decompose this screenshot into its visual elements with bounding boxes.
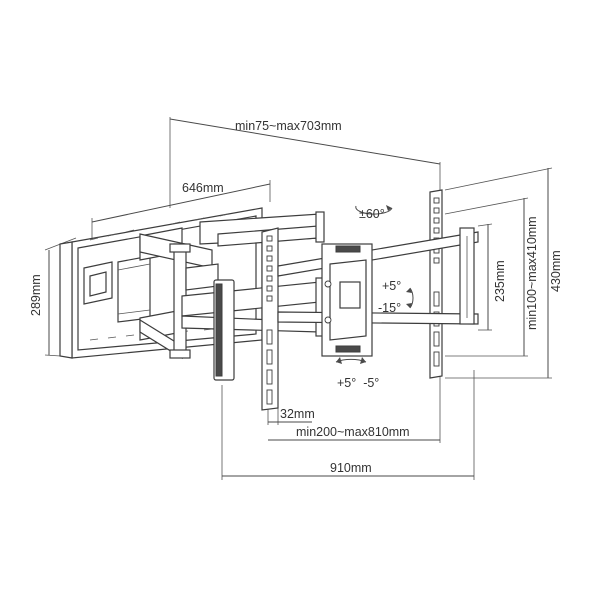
overall-width-label: 910mm — [330, 461, 372, 475]
tilt-arrow-icon — [409, 287, 414, 309]
vesa-rails — [261, 189, 479, 411]
vesa-vertical-min-label: 235mm — [493, 260, 507, 302]
dimension-lines — [44, 117, 553, 480]
wall-plate-height-label: 289mm — [29, 274, 43, 316]
level-adjust-label: +5° -5° — [337, 376, 379, 390]
dimension-labels: min75~max703mm 646mm 289mm ±60° +5° -15°… — [29, 119, 563, 475]
wall-plate-width-dim-line — [91, 183, 271, 223]
swivel-arrow-icon — [355, 205, 393, 215]
tilt-head-plate — [321, 243, 373, 357]
vesa-horizontal-range-label: min200~max810mm — [296, 425, 410, 439]
wall-plate-width-label: 646mm — [182, 181, 224, 195]
vesa-vertical-range-label: min100~max410mm — [525, 216, 539, 330]
rotation-arrows — [335, 205, 414, 364]
arm-extension-label: min75~max703mm — [235, 119, 342, 133]
tilt-down-label: -15° — [378, 301, 401, 315]
swivel-label: ±60° — [359, 207, 385, 221]
arm-extension-dim-line — [169, 118, 441, 165]
rail-width-label: 32mm — [280, 407, 315, 421]
tilt-up-label: +5° — [382, 279, 401, 293]
bracket-height-label: 430mm — [549, 250, 563, 292]
